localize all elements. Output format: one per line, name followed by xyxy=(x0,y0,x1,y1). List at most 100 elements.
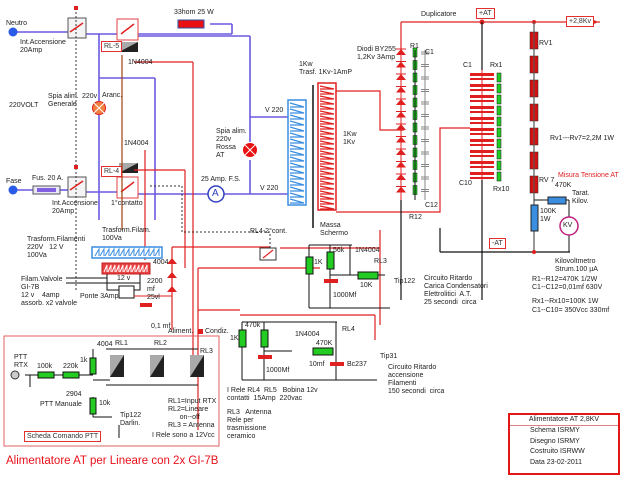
label-rl5: RL-5 xyxy=(101,41,123,52)
label-ptt-rl1: RL1 xyxy=(115,340,128,347)
label-0-1mf: 0,1 mf xyxy=(151,323,171,330)
label-rv7: RV 7 xyxy=(539,177,555,184)
title-block-row: Disegno ISRMY xyxy=(530,437,580,445)
label-duplicatore: Duplicatore xyxy=(421,11,457,18)
label-output: +2,8Kv xyxy=(566,16,594,27)
label-rv-note: Rv1---Rv7=2,2M 1W xyxy=(550,135,614,142)
label-d2-rl4: RL4 xyxy=(342,326,355,333)
label-ptt-tip: Tip122 Darlin. xyxy=(120,412,142,427)
label-int-accensione-2: Int.Accensione 20Amp xyxy=(52,200,98,215)
resistor xyxy=(496,149,502,160)
label-plus-at: +AT xyxy=(476,8,495,19)
bridge-rectifier xyxy=(118,285,135,299)
filament-transformer xyxy=(91,246,163,275)
label-d1-diode: 1N4004 xyxy=(355,247,380,254)
label-secondary: 1Kw 1Kv xyxy=(343,131,357,146)
resistor xyxy=(496,127,502,138)
label-neutro: Neutro xyxy=(6,20,28,27)
label-c12: C12 xyxy=(425,202,438,209)
resistor xyxy=(496,83,502,94)
label-ptt-rtx: PTT RTX xyxy=(14,354,28,369)
resistor xyxy=(496,171,502,182)
label-tarat: Tarat. Kilov. xyxy=(572,190,590,205)
electrolytic-2200 xyxy=(140,303,152,307)
note-r1-r12: R1--R12=470K 1/2W xyxy=(532,276,598,283)
label-d1-56k: 56k xyxy=(333,247,345,254)
label-diode-1: 1N4004 xyxy=(128,59,153,66)
label-ptt-rl3: RL3 xyxy=(200,348,213,355)
note-c1-c12: C1--C12=0,01mf 630V xyxy=(532,284,603,291)
phase-terminal xyxy=(8,185,18,195)
note-c1-c10: C1--C10= 350Vcc 330mf xyxy=(532,307,610,314)
label-ponte: Ponte 3Amp xyxy=(80,293,119,300)
label-contact-1: 1°contatto xyxy=(111,200,143,207)
label-2200mf: 2200 mf 25vl xyxy=(147,278,163,301)
resistor-33ohm xyxy=(177,19,205,29)
label-ptt-note: I Rele sono a 12Vcc xyxy=(152,432,215,439)
label-ptt-2904: 2904 xyxy=(66,391,82,398)
label-d2-desc: Circuito Ritardo accensione Filamenti 15… xyxy=(388,364,445,395)
label-rl4-2cont: RL4-2°cont. xyxy=(250,228,288,235)
note-rx1-rx10: Rx1--Rx10=100K 1W xyxy=(532,298,599,305)
label-d2-470k-2: 470K xyxy=(316,340,333,347)
label-rv1: RV1 xyxy=(539,40,553,47)
diode-4004 xyxy=(167,272,177,278)
hv-transformer xyxy=(287,82,337,228)
label-cap-c10: C10 xyxy=(459,180,472,187)
label-rx1: Rx1 xyxy=(490,62,503,69)
label-r1: R1 xyxy=(410,43,419,50)
label-d1-cap: 1000Mf xyxy=(333,292,357,299)
label-lamp-aranc: Aranc. xyxy=(102,92,123,99)
label-4004: 4004 xyxy=(153,259,169,266)
label-d1-desc: Circuito Ritardo Carica Condensatori Ele… xyxy=(424,275,488,306)
label-d2-bc: Bc237 xyxy=(347,361,367,368)
resistor xyxy=(496,105,502,116)
label-ptt-10k: 10k xyxy=(99,400,111,407)
label-ptt-1k: 1k xyxy=(80,357,88,364)
label-v220-bottom: V 220 xyxy=(260,185,279,192)
resistor-100k xyxy=(530,204,539,232)
label-fase: Fase xyxy=(6,178,22,185)
label-ptt-4004: 4004 xyxy=(97,341,113,348)
label-fuse: Fus. 20 A. xyxy=(32,175,64,182)
label-220volt: 220VOLT xyxy=(9,102,39,109)
delay-circuit-1 xyxy=(259,244,390,309)
label-rx10: Rx10 xyxy=(493,186,510,193)
label-condiz: Condiz. xyxy=(205,328,229,335)
label-100k: 100K 1W xyxy=(540,208,557,223)
resistor xyxy=(496,72,502,83)
label-d2-note1: I Rele RL4 RL5 Bobina 12v contatti 15Amp… xyxy=(227,387,318,402)
diode-4004 xyxy=(167,286,177,292)
label-d2-470k: 470k xyxy=(245,322,261,329)
resistor xyxy=(496,160,502,171)
label-d1-1k: 1K xyxy=(314,259,323,266)
kilovoltmeter xyxy=(559,216,579,236)
label-d2-cap: 1000Mf xyxy=(266,367,290,374)
label-cap-c1: C1 xyxy=(463,62,472,69)
label-d1-10k: 10K xyxy=(360,282,373,289)
label-rl4: RL-4 xyxy=(101,166,123,177)
label-d2-1k: 1K xyxy=(230,335,239,342)
label-d2-diode: 1N4004 xyxy=(295,331,320,338)
label-int-accensione-1: Int.Accensione 20Amp xyxy=(20,39,66,54)
label-spia-generale: Spia alim. Generale xyxy=(48,93,79,108)
label-d1-tip: Tip122 xyxy=(394,278,416,285)
label-shield: Massa Schermo xyxy=(320,222,349,237)
title-block: Alimentatore AT 2,8KV Schema ISRMY Diseg… xyxy=(508,413,620,475)
label-kilovoltmetro: Kilovoltmetro Strum.100 µA xyxy=(555,258,598,273)
label-c1: C1 xyxy=(425,49,434,56)
ptt-board-outline xyxy=(3,335,220,447)
label-d2-note2: RL3 Antenna Rele per trasmissione cerami… xyxy=(227,409,272,440)
resistor xyxy=(496,116,502,127)
condiz-node xyxy=(198,329,203,334)
label-trim: 470K xyxy=(555,182,572,189)
label-aliment: Aliment. xyxy=(168,328,194,335)
ammeter xyxy=(207,185,225,203)
main-switch-phase xyxy=(67,176,87,198)
diode-4004 xyxy=(167,258,177,264)
label-33ohm: 33hom 25 W xyxy=(174,9,214,16)
label-kv: KV xyxy=(563,222,573,229)
label-ptt-manual: PTT Manuale xyxy=(40,401,82,408)
schematic-title: Alimentatore AT per Lineare con 2x GI-7B xyxy=(6,455,219,467)
